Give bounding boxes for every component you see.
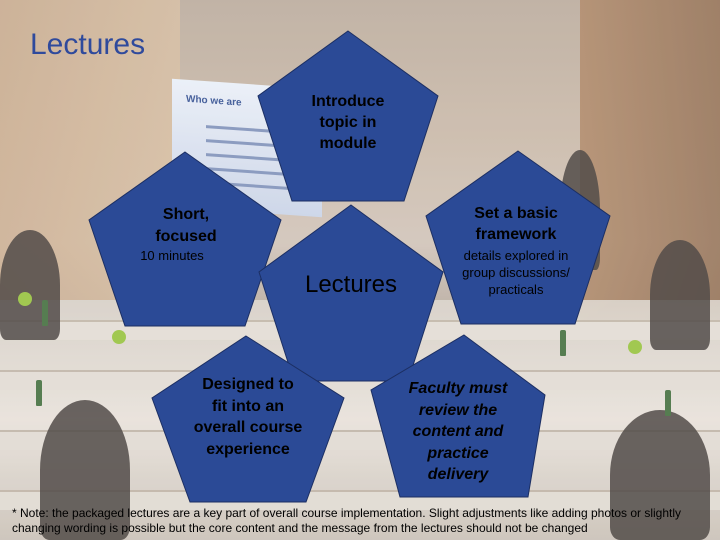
pentagon-left-text: Short, focused: [100, 204, 272, 248]
pentagon-right-text: Set a basic framework details explored i…: [436, 203, 596, 298]
pentagon-right-line: framework: [475, 226, 557, 243]
pentagon-bottom-left: [151, 335, 345, 503]
background-bottle: [36, 380, 42, 406]
pentagon-bottom-left-line: overall course: [193, 419, 303, 436]
pentagon-center-label: Lectures: [304, 271, 398, 298]
pentagon-right: [425, 150, 611, 325]
pentagon-bottom-right-line: content and: [412, 423, 504, 440]
background-apple: [18, 292, 32, 306]
pentagon-center: [258, 204, 444, 382]
footnote-line: changing wording is possible but the cor…: [12, 521, 588, 535]
footnote: * Note: the packaged lectures are a key …: [12, 506, 712, 536]
background-attendee: [650, 240, 710, 350]
pentagon-top-line: module: [319, 135, 377, 152]
pentagon-top-line: Introduce: [311, 93, 385, 110]
pentagon-bottom-left-line: fit into an: [212, 397, 284, 415]
background-bottle: [42, 300, 48, 326]
pentagon-top-line: topic in: [319, 114, 377, 131]
pentagon-right-line: Set a basic: [474, 205, 558, 222]
slide-title: Lectures: [30, 28, 146, 61]
pentagon-bottom-right: [370, 334, 546, 498]
pentagon-left-line: Short,: [162, 206, 210, 223]
pentagon-left-sub: 10 minutes: [140, 248, 204, 263]
background-attendee: [0, 230, 60, 340]
pentagon-bottom-left-text: Designed to fit into an overall course e…: [170, 374, 326, 460]
pentagon-bottom-right-text: Faculty must review the content and prac…: [384, 378, 532, 486]
background-apple: [112, 330, 126, 344]
pentagon-right-sub: practicals: [488, 282, 544, 297]
pentagon-left-line: focused: [155, 228, 217, 245]
pentagon-right-sub: group discussions/: [462, 265, 570, 280]
background-bottle: [560, 330, 566, 356]
background-apple: [628, 340, 642, 354]
pentagon-bottom-left-line: Designed to: [202, 376, 294, 393]
pentagon-bottom-left-line: experience: [206, 440, 290, 458]
pentagon-bottom-right-line: review the: [418, 401, 498, 419]
pentagon-bottom-right-line: practice: [427, 444, 489, 462]
pentagon-top-text: Introduce topic in module: [268, 91, 428, 154]
pentagon-bottom-right-line: delivery: [427, 466, 489, 483]
background-attendee: [610, 410, 710, 540]
pentagon-top: [257, 30, 439, 202]
pentagon-left: [88, 151, 282, 327]
footnote-line: * Note: the packaged lectures are a key …: [12, 506, 682, 520]
background-attendee: [40, 400, 130, 540]
background-table-row: [0, 490, 720, 510]
pentagon-right-sub: details explored in: [463, 248, 569, 263]
pentagon-bottom-right-line: Faculty must: [408, 380, 508, 397]
background-bottle: [665, 390, 671, 416]
